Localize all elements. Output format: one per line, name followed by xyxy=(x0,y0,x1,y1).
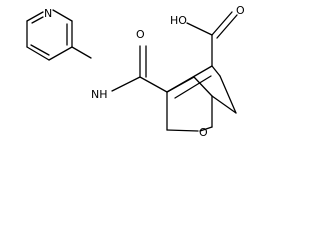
bond-core-1 xyxy=(139,76,168,93)
bond-core-8 xyxy=(211,65,221,77)
bond-n-c2 xyxy=(52,9,73,22)
bond-c3-c4 xyxy=(48,46,73,61)
acid-oh-label: HO xyxy=(170,14,187,27)
double-bond-inner-3 xyxy=(31,16,44,24)
bond-c6-n xyxy=(26,11,44,22)
bond-core-11 xyxy=(211,95,237,114)
pyridine-n-label: N xyxy=(44,7,52,20)
amide-o-label: O xyxy=(136,28,145,41)
bond-core-4 xyxy=(193,76,213,97)
acid-o-label: O xyxy=(236,4,245,17)
bond-core-7 xyxy=(174,75,212,99)
bond-acid-oh xyxy=(186,22,213,36)
double-bond-inner-2 xyxy=(30,44,50,56)
carboxylic-acid xyxy=(186,11,238,67)
bridge-o-label: O xyxy=(199,126,208,139)
bond-nh-carbonyl xyxy=(111,76,141,92)
amide-nh-label: NH xyxy=(91,88,108,101)
bond-acid-co-1 xyxy=(211,11,233,36)
bicyclic-core xyxy=(139,65,237,132)
bond-ring-to-nh xyxy=(71,46,92,59)
bond-core-9 xyxy=(166,129,199,132)
chemical-structure-diagram: N NH O HO O O xyxy=(26,4,245,139)
bond-core-6 xyxy=(166,65,213,93)
structure-canvas: N NH O HO O O xyxy=(0,0,248,139)
bond-acid-co-2 xyxy=(216,14,238,39)
amide-group xyxy=(111,45,147,92)
bond-c4-c5 xyxy=(26,46,50,61)
pyridine-ring xyxy=(26,9,73,61)
bond-core-10 xyxy=(199,126,213,132)
bond-core-12 xyxy=(219,75,237,114)
